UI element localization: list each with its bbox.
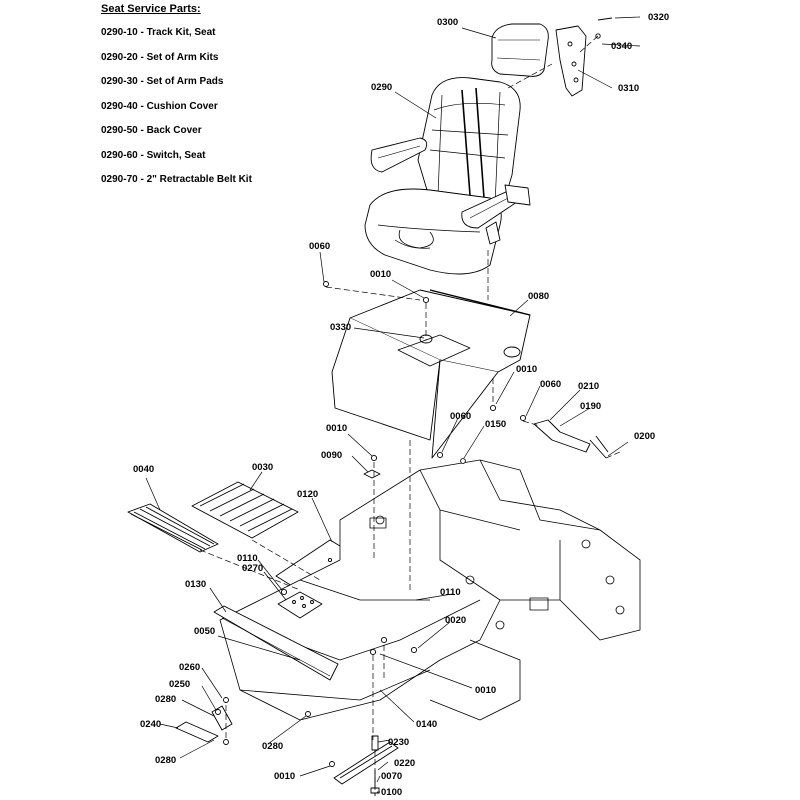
- callout-label: 0250: [169, 679, 191, 690]
- legend-item: 0290-20 - Set of Arm Kits: [101, 51, 219, 63]
- floor-mat-right: [191, 481, 299, 539]
- callout-label: 0110: [237, 553, 258, 564]
- legend-item: 0290-60 - Switch, Seat: [101, 149, 206, 161]
- callout-label: 0100: [381, 787, 403, 798]
- callout-label: 0020: [445, 615, 467, 626]
- switch-plate: [277, 591, 323, 619]
- latch-bracket: [175, 705, 233, 743]
- seat-service-parts-legend: Seat Service Parts: 0290-10 - Track Kit,…: [101, 3, 321, 199]
- legend-item: 0290-50 - Back Cover: [101, 125, 202, 136]
- callout-label: 0010: [516, 364, 538, 375]
- callout-label: 0140: [416, 719, 438, 730]
- callout-label: 0190: [580, 401, 602, 412]
- callout-label: 0130: [185, 579, 207, 590]
- callout-label: 0070: [381, 771, 403, 782]
- callout-label: 0280: [155, 694, 177, 705]
- callout-label: 0220: [394, 758, 416, 769]
- callout-label: 0330: [330, 322, 352, 333]
- callout-label: 0340: [611, 41, 633, 52]
- callout-leader-lines: [145, 16, 641, 793]
- callout-label: 0290: [371, 82, 393, 93]
- callout-label: 0060: [450, 411, 472, 422]
- seat-pan: [331, 289, 531, 459]
- callout-label: 0310: [618, 83, 640, 94]
- callout-label: 0030: [252, 462, 274, 473]
- floor-mat-left: [127, 503, 219, 553]
- callout-label: 0040: [133, 464, 155, 475]
- callout-label: 0280: [262, 741, 284, 752]
- callout-label: 0120: [297, 489, 319, 500]
- legend-title: Seat Service Parts:: [101, 3, 201, 15]
- callout-label: 0080: [528, 291, 550, 302]
- headrest-bracket: [555, 17, 613, 97]
- callout-label: 0090: [321, 450, 343, 461]
- callout-label: 0010: [274, 771, 296, 782]
- callout-label: 0210: [578, 381, 600, 392]
- seat-switch-bracket: [533, 419, 609, 459]
- callout-label: 0280: [155, 755, 177, 766]
- legend-item: 0290-30 - Set of Arm Pads: [101, 76, 224, 87]
- callout-label: 0060: [309, 241, 331, 252]
- callout-label: 0110: [440, 587, 461, 598]
- callout-label: 0300: [437, 17, 459, 28]
- callout-label: 0230: [388, 737, 410, 748]
- callout-label: 0010: [326, 423, 348, 434]
- assembly-guide-lines: [199, 35, 621, 790]
- legend-item: 0290-40 - Cushion Cover: [101, 100, 218, 112]
- callout-label: 0050: [194, 626, 216, 637]
- seat-assembly: [364, 77, 531, 275]
- callout-label: 0240: [140, 719, 162, 730]
- legend-item: 0290-10 - Track Kit, Seat: [101, 27, 216, 38]
- legend-item: 0290-70 - 2" Retractable Belt Kit: [101, 174, 252, 185]
- callout-label: 0270: [242, 563, 264, 574]
- chassis-frame: [219, 459, 641, 721]
- callout-label: 0010: [475, 685, 497, 696]
- headrest: [491, 23, 549, 77]
- callout-label: 0200: [634, 431, 656, 442]
- callout-label: 0010: [370, 269, 392, 280]
- callout-label: 0260: [179, 662, 201, 673]
- callout-label: 0320: [648, 12, 670, 23]
- callout-label: 0150: [485, 419, 507, 430]
- callout-label: 0060: [540, 379, 562, 390]
